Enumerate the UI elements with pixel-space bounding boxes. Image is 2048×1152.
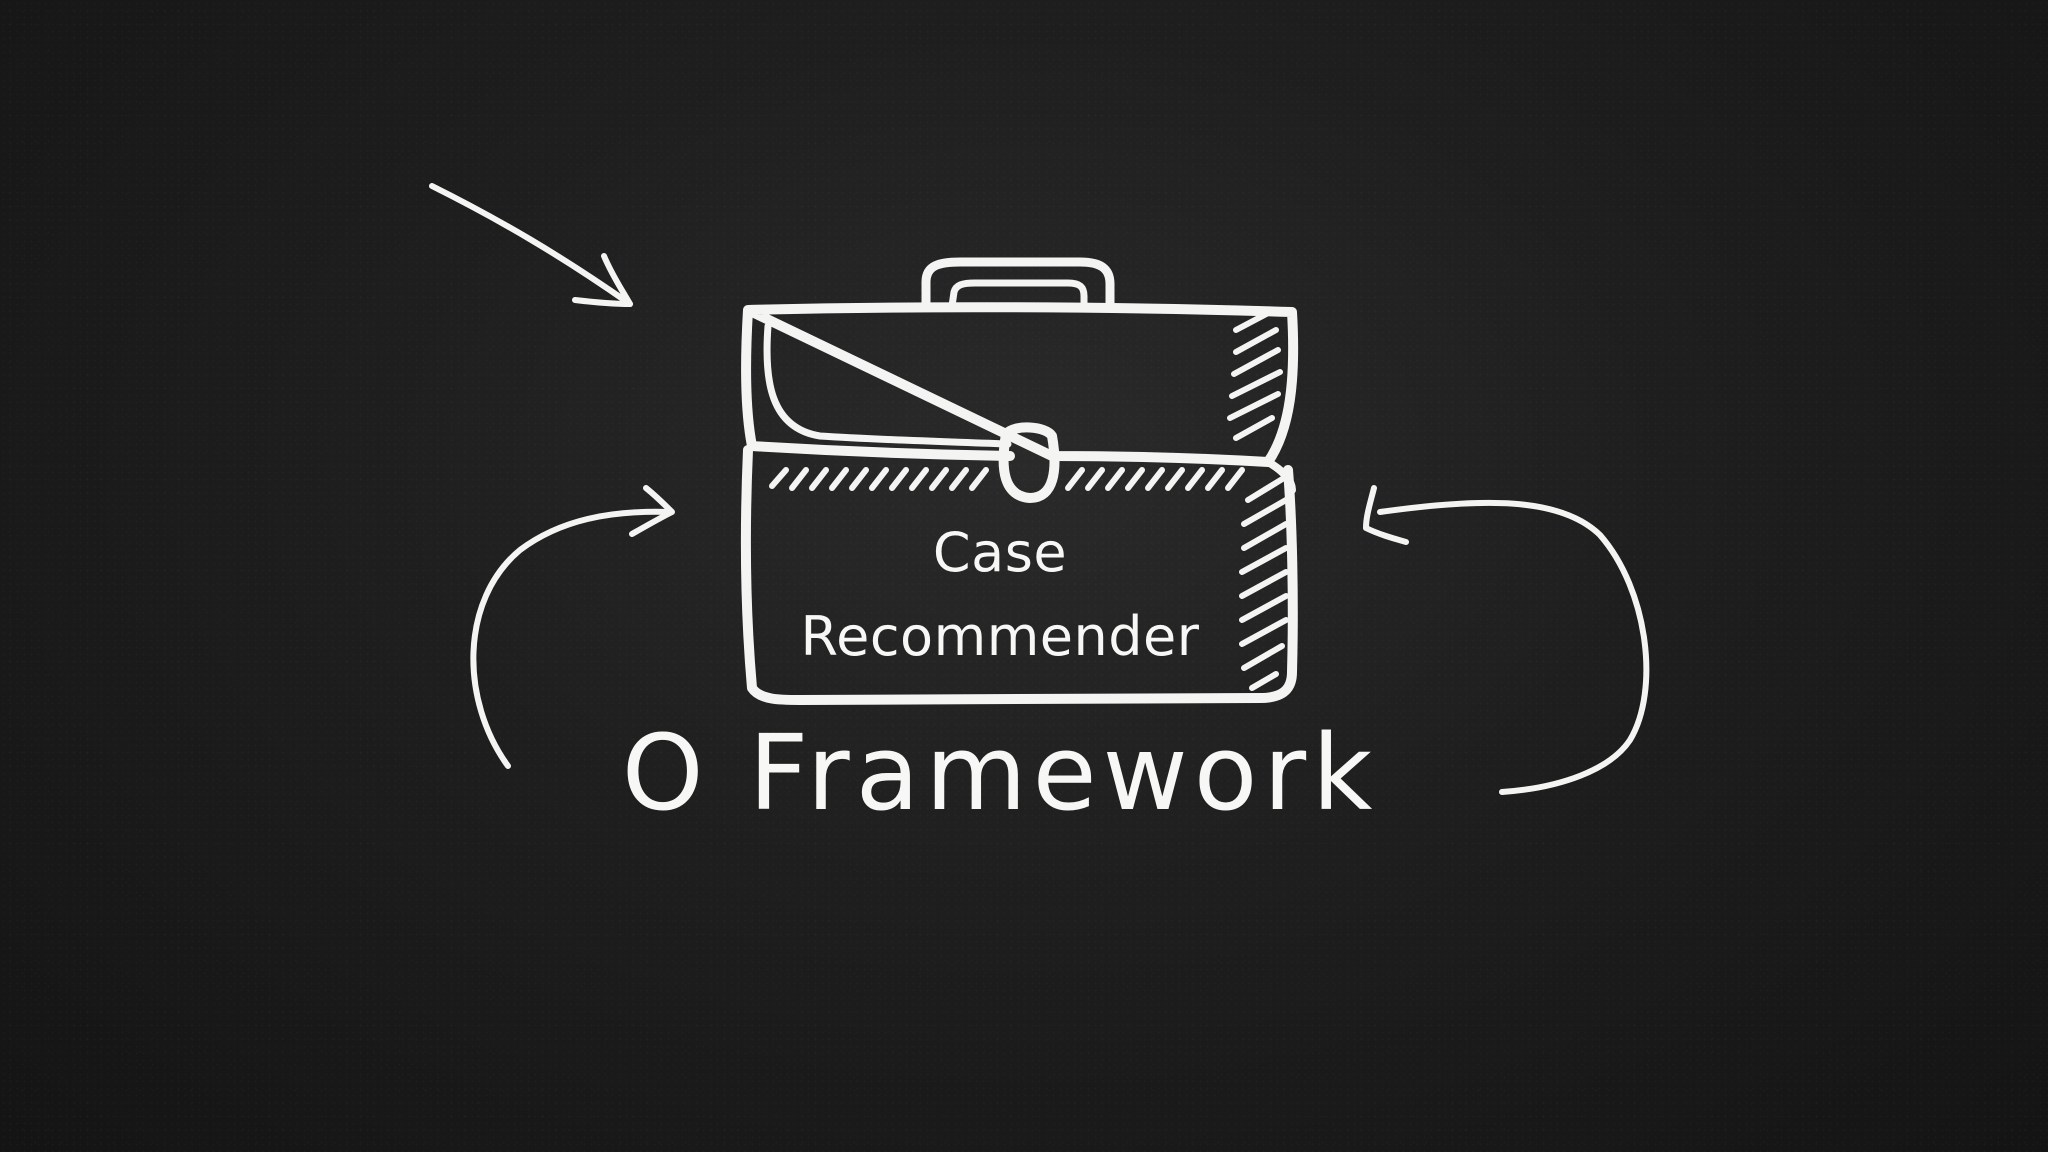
straight-arrow-icon — [429, 183, 633, 307]
framework-title: O Framework — [621, 712, 1379, 834]
left-curved-arrow-icon — [470, 485, 675, 769]
briefcase-icon — [740, 257, 1299, 705]
briefcase-label-line2: Recommender — [800, 605, 1200, 668]
right-curved-arrow-icon — [1363, 485, 1650, 795]
briefcase-label-line1: Case — [932, 521, 1068, 584]
